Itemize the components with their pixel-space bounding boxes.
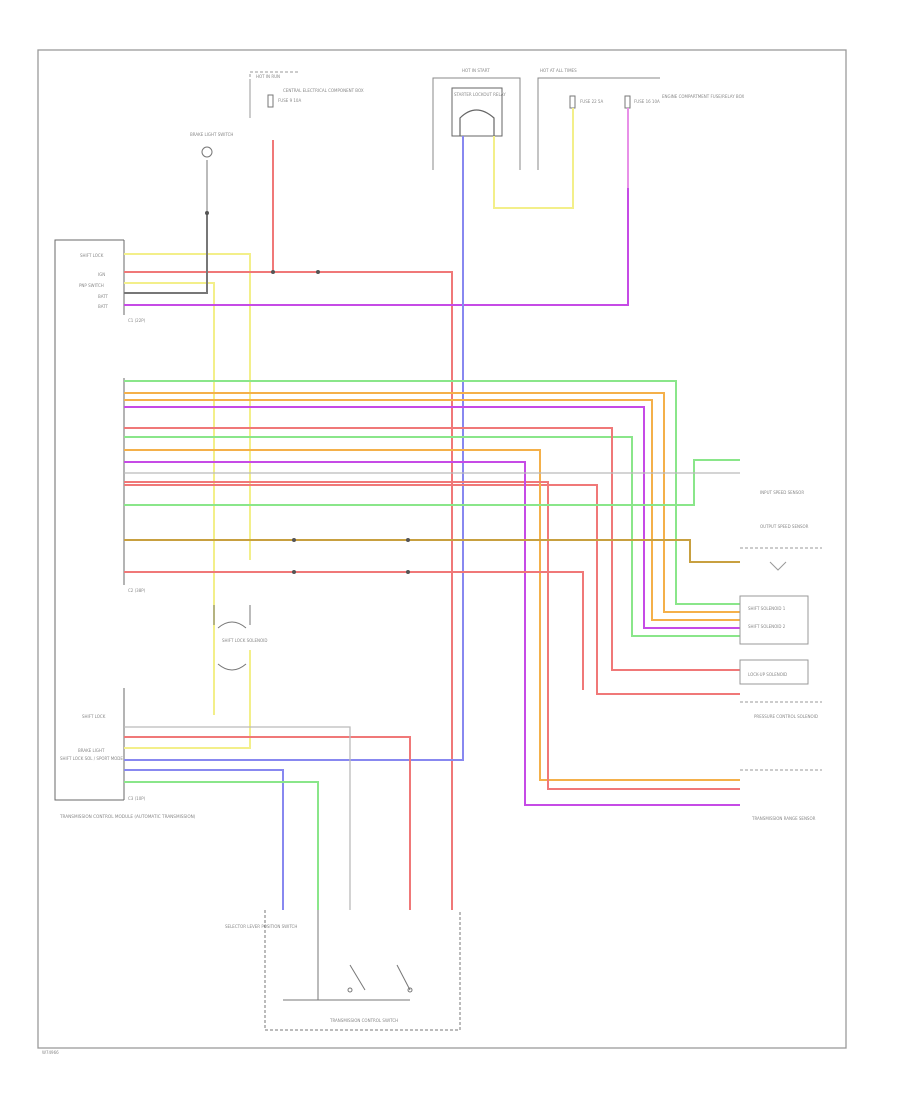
fuse-relay-box-label: ENGINE COMPARTMENT FUSE/RELAY BOX [662,94,744,99]
wire-purple-c2-4 [124,406,740,629]
wire-green-c2-1 [124,380,740,605]
hot-in-start-label: HOT IN START [462,68,490,73]
tcm-c3-label: C3 (10P) [128,796,146,801]
hot-at-all-times-label: HOT AT ALL TIMES [540,68,577,73]
selector-lever-label: SELECTOR LEVER POSITION SWITCH [225,924,297,929]
wire-yellow-c3-1 [124,650,251,749]
wire-red-c3-2 [124,736,411,910]
wire-yellow-shift-lock [124,253,251,560]
tcm-pin-label-7: BRAKE LIGHT [78,748,105,753]
hot-in-run-label: HOT IN RUN [256,74,280,79]
starter-relay-coil [459,109,495,136]
pressure-solenoid-label: PRESSURE CONTROL SOLENOID [754,714,818,719]
wire-red-c2-9 [124,481,740,790]
shift-lock-solenoid [213,605,251,671]
brake-switch-label: BRAKE LIGHT SWITCH [190,132,233,137]
tcm-pin-label-3: PNP SWITCH [79,283,104,288]
page-code: W74966 [42,1050,59,1055]
trans-range-sensor-label: TRANSMISSION RANGE SENSOR [751,816,816,821]
page-frame [37,49,847,1049]
trans-control-switch [264,910,461,1031]
tcm-pin-label-1: SHIFT LOCK [80,253,104,258]
wire-orange-c2-2 [124,392,740,613]
right-components [739,547,822,771]
brake-switch-icon [201,146,213,158]
starter-lockout-relay [451,87,503,137]
tcm-pin-label-2: IGN [98,272,105,277]
starter-lock-label: STARTER LOCKOUT RELAY [454,92,506,97]
tcm-pin-label-5: BATT [98,304,109,309]
wire-olive-c2-13 [124,539,740,563]
splice-dots [205,211,410,574]
wire-blue-start [124,136,464,761]
wire-purple-batt [124,188,629,306]
tcm-label: TRANSMISSION CONTROL MODULE (AUTOMATIC T… [59,814,196,819]
wire-purple-c2-10 [124,461,740,806]
tcm-pin-label-4: BATT [98,294,109,299]
ignition-box-label: CENTRAL ELECTRICAL COMPONENT BOX [283,88,364,93]
wire-yellow-pnp [124,282,215,715]
shift-solenoid-1-label: SHIFT SOLENOID 1 [748,606,786,611]
tcm-pin-label-8: SHIFT LOCK SOL / SPORT MODE [60,756,123,761]
ignition-box-outline [249,71,300,82]
lockup-solenoid-label: LOCK-UP SOLENOID [748,672,787,677]
wire-red-c2-7 [124,484,740,695]
wire-green-c2-5 [124,436,740,637]
wire-black-brake [124,212,208,294]
output-speed-label: OUTPUT SPEED SENSOR [760,524,809,529]
start-fuse [569,95,576,109]
wire-orange-c2-3 [124,399,740,621]
input-speed-label: INPUT SPEED SENSOR [760,490,804,495]
wire-red-c2-6 [124,427,740,671]
shift-solenoid-2-label: SHIFT SOLENOID 2 [748,624,786,629]
constant-fuse-label: FUSE 16 10A [634,99,660,104]
start-fuse-label: FUSE 22 5A [580,99,603,104]
shift-lock-solenoid-label: SHIFT LOCK SOLENOID [222,638,267,643]
fuse-relay-box-outline [537,77,660,170]
ignition-fuse-label: FUSE 9 10A [278,98,301,103]
trans-control-switch-label: TRANSMISSION CONTROL SWITCH [329,1018,398,1023]
wire-yellow-start-relay [493,108,574,209]
wire-red-c2-14 [124,571,584,690]
constant-fuse [624,95,631,109]
wire-green-c2-11 [124,459,740,506]
tcm-c2-label: C2 (38P) [128,588,146,593]
starter-box-outline [432,77,521,170]
wire-orange-c2-8 [124,449,740,781]
wire-gray-c3-5 [124,726,351,910]
tcm-pin-label-6: SHIFT LOCK [82,714,106,719]
wire-green-c3-4 [124,781,319,910]
wire-harness [124,108,740,910]
wire-red-ign [124,271,453,910]
tcm-c1-label: C1 (22P) [128,318,146,323]
ignition-fuse [267,94,274,108]
wire-blue-c3-3 [124,769,284,910]
